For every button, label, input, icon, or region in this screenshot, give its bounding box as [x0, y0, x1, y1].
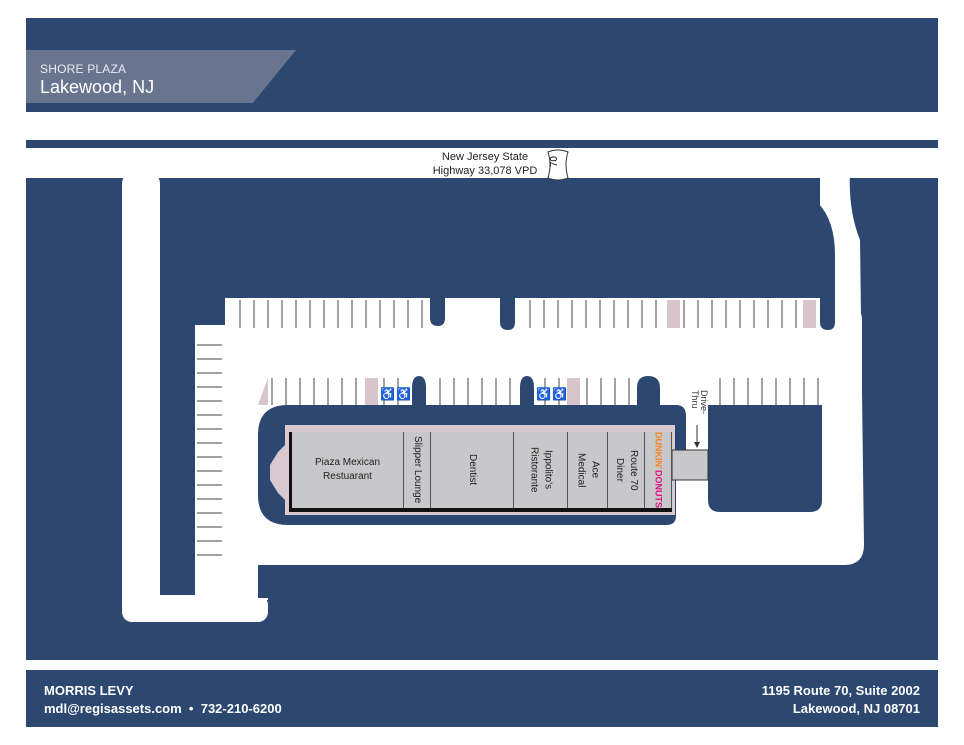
address-line2: Lakewood, NJ 08701: [792, 701, 920, 716]
unit-slipper-lounge[interactable]: Slipper Lounge: [404, 432, 431, 508]
unit-label: Slipper Lounge: [412, 436, 423, 504]
wheelchair-icon: ♿: [552, 387, 567, 401]
building-entrance: [270, 445, 285, 500]
contact-name: MORRIS LEVY: [44, 683, 134, 698]
building-shadow: [290, 508, 672, 512]
unit-ace-medical[interactable]: Ace Medical: [568, 432, 608, 508]
island-right: [708, 405, 822, 512]
route-70-shield-icon: [547, 149, 569, 181]
highway-label-line2: Highway 33,078 VPD: [432, 165, 538, 177]
drive-thru-label: Drive-Thru: [690, 390, 709, 414]
lot-connector: [195, 560, 268, 600]
unit-label: Route 70 Diner: [614, 449, 639, 491]
dunkin-donuts-logo: DUNKIN' DONUTS: [646, 432, 670, 508]
footer-contact: MORRIS LEVY mdl@regisassets.com • 732-21…: [26, 670, 938, 727]
unit-label: Ace Medical: [575, 452, 601, 488]
property-location: Lakewood, NJ: [40, 77, 155, 97]
highway-label-line1: New Jersey State: [441, 151, 529, 163]
highway-label: New Jersey State Highway 33,078 VPD: [400, 150, 570, 178]
contact-email[interactable]: mdl@regisassets.com: [44, 701, 182, 716]
island-bottom-edge: [258, 565, 268, 598]
dunkin-line1: DUNKIN': [653, 432, 664, 470]
unit-label: Piaza Mexican Restuarant: [314, 457, 381, 482]
contact-phone[interactable]: 732-210-6200: [200, 701, 282, 716]
separator: •: [188, 701, 194, 716]
dunkin-line2: DONUTS: [653, 469, 664, 508]
property-tag: SHORE PLAZA Lakewood, NJ: [26, 50, 296, 103]
unit-label: Dentist: [467, 454, 478, 486]
bottom-access-road: [122, 595, 268, 622]
property-name: SHORE PLAZA: [40, 62, 127, 76]
unit-dentist[interactable]: Dentist: [431, 432, 514, 508]
unit-piaza-mexican[interactable]: Piaza Mexican Restuarant: [292, 432, 404, 508]
wheelchair-icon: ♿: [380, 387, 395, 401]
left-parking-row: [195, 310, 225, 590]
unit-label: Ippolito's Ristorante: [528, 447, 554, 493]
drive-thru-window: [671, 449, 709, 481]
island-top-left: [160, 185, 445, 592]
address-line1: 1195 Route 70, Suite 2002: [761, 683, 920, 698]
unit-route-70-diner[interactable]: Route 70 Diner: [608, 432, 645, 508]
wheelchair-icon: ♿: [396, 387, 411, 401]
unit-ippolitos[interactable]: Ippolito's Ristorante: [514, 432, 568, 508]
wheelchair-icon: ♿: [536, 387, 551, 401]
accessible-parking-icons: ♿ ♿ ♿ ♿: [380, 387, 567, 401]
highway-road: [26, 148, 938, 178]
unit-dunkin-donuts[interactable]: [645, 432, 672, 508]
island-top-right: [500, 185, 835, 330]
highlighted-stalls: [258, 300, 816, 405]
left-access-road: [122, 170, 160, 622]
header-banner: SHORE PLAZA Lakewood, NJ: [26, 18, 938, 112]
